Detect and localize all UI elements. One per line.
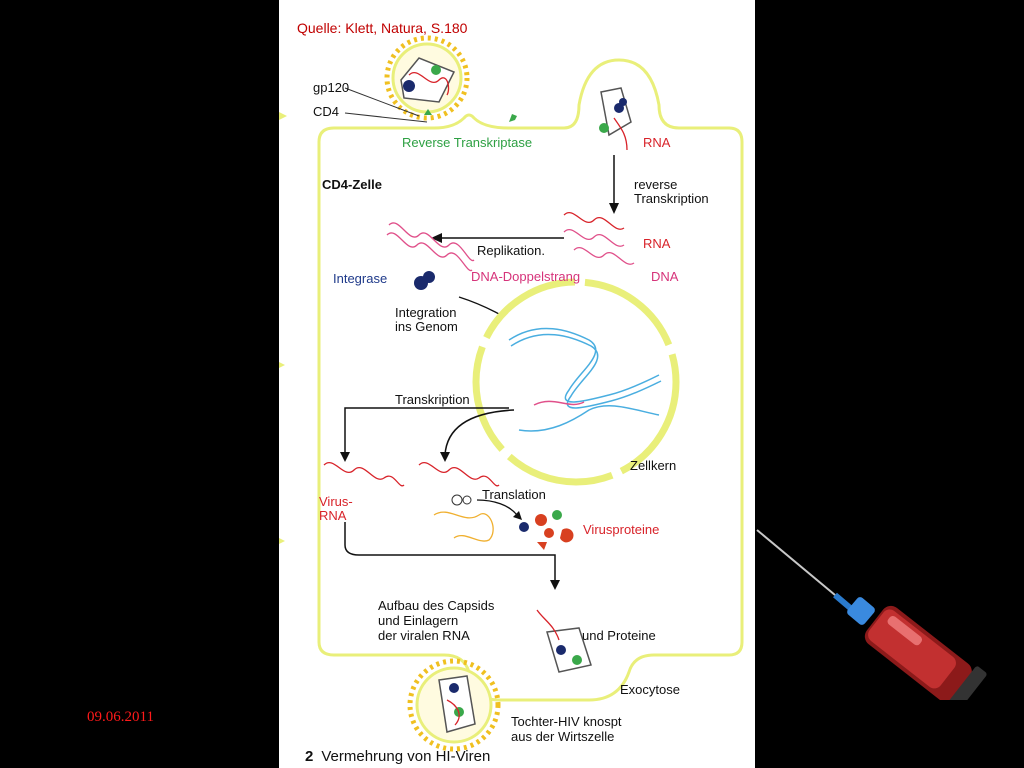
assembly-label-3: der viralen RNA: [378, 628, 470, 643]
nucleus-label: Zellkern: [630, 458, 677, 473]
reverse-transcription-label-2: Transkription: [634, 191, 709, 206]
cell-membrane: [317, 58, 744, 702]
cd4-label: CD4: [313, 104, 340, 119]
gp120-label: gp120: [313, 80, 350, 95]
replication-label: Replikation.: [477, 243, 545, 258]
entering-virus-icon: [599, 87, 632, 151]
cd4-receptor-icon: [424, 109, 432, 115]
assembling-virus-icon: [536, 609, 592, 673]
and-proteins-label: und Proteine: [582, 628, 656, 643]
integrase-label: Integrase: [333, 271, 388, 286]
source-label: Quelle: Klett, Natura, S.180: [297, 20, 468, 36]
rna-top-label: RNA: [643, 135, 671, 150]
exocytosis-label: Exocytose: [620, 682, 680, 697]
assembly-label-2: und Einlagern: [378, 613, 459, 628]
transcription-label: Transkription: [395, 392, 470, 407]
figure-caption: 2 Vermehrung von HI-Viren: [305, 748, 490, 765]
caption-text: Vermehrung von HI-Viren: [321, 748, 491, 765]
diagram-panel: Quelle: Klett, Natura, S.180 gp120 CD4 R…: [279, 0, 755, 768]
dna-double-strand-label: DNA-Doppelstrang: [471, 269, 581, 284]
integration-label-2: ins Genom: [395, 319, 458, 334]
date-label: 09.06.2011: [87, 709, 154, 725]
budding-label-2: aus der Wirtszelle: [511, 729, 615, 744]
caption-number: 2: [305, 748, 314, 765]
virus-rna-label-2: RNA: [319, 508, 347, 523]
integrase-icon: [414, 271, 435, 290]
virus-proteins-icon: [519, 510, 574, 550]
virus-docking-icon: [384, 35, 470, 121]
cd4-receptor-icon: [509, 114, 517, 122]
dna-label: DNA: [651, 269, 679, 284]
cell-label: CD4-Zelle: [322, 177, 382, 192]
virus-rna-label-1: Virus-: [319, 494, 353, 509]
assembly-label-1: Aufbau des Capsids: [378, 598, 495, 613]
integration-label-1: Integration: [395, 305, 457, 320]
budding-label-1: Tochter-HIV knospt: [511, 714, 622, 729]
reverse-transcription-label-1: reverse: [634, 177, 678, 192]
reverse-transcriptase-label: Reverse Transkriptase: [402, 135, 533, 150]
rna-mid-label: RNA: [643, 236, 671, 251]
virus-proteins-label: Virusproteine: [583, 522, 660, 537]
nucleus: [472, 278, 680, 486]
syringe-icon: [756, 529, 987, 700]
hiv-replication-diagram: [279, 35, 744, 752]
budding-virus-icon: [407, 658, 501, 752]
translation-label: Translation: [482, 487, 546, 502]
